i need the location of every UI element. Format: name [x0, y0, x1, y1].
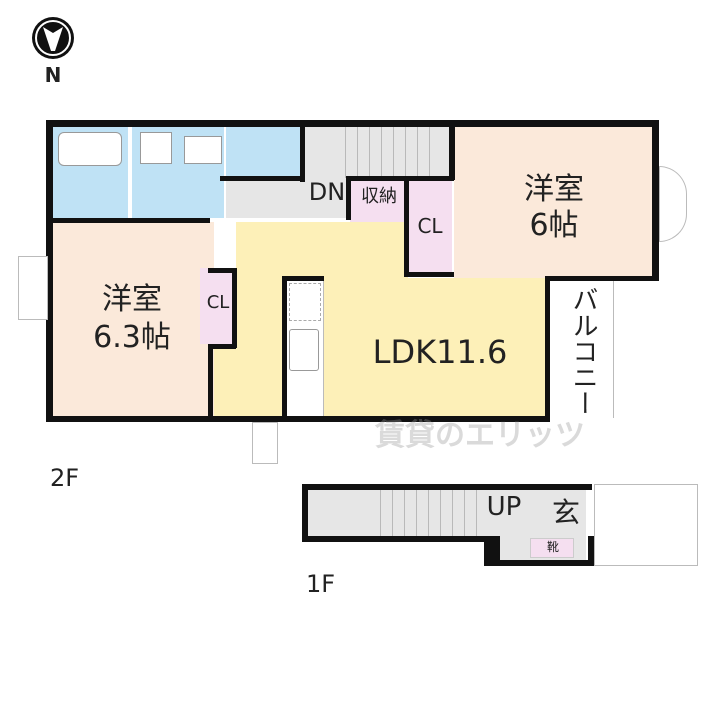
kitchen-sink-icon — [289, 329, 319, 371]
north-arrow-icon — [32, 17, 74, 59]
entry-door-2f — [252, 422, 278, 464]
compass: N — [30, 15, 80, 95]
floor-label-1f: 1F — [306, 570, 336, 598]
room-name: 洋室 — [524, 172, 584, 207]
entrance-label: 玄 — [551, 496, 580, 529]
kitchen — [284, 278, 324, 418]
room-name: 洋室 — [102, 282, 162, 317]
floor-label-2f: 2F — [50, 464, 80, 492]
ldk-label: LDK11.6 — [372, 333, 508, 371]
ldk-upper — [236, 222, 408, 278]
bedroom-right: 洋室 6帖 — [454, 126, 656, 278]
bathroom — [52, 126, 128, 218]
storage: 収納 — [350, 178, 408, 222]
north-label: N — [44, 63, 62, 87]
bay-window — [659, 166, 687, 242]
stairs-up-label: UP — [486, 492, 522, 522]
stairs-down-label: DN — [308, 178, 346, 206]
bedroom-left: 洋室 6.3帖 — [52, 222, 214, 418]
sink-icon — [184, 136, 222, 164]
washroom — [132, 126, 224, 218]
bathtub-icon — [58, 132, 122, 166]
window-left — [18, 256, 48, 320]
stair-treads-1f — [380, 490, 490, 536]
closet-right: CL — [408, 178, 452, 274]
shoe-box: 靴 — [530, 538, 574, 558]
washing-machine-icon — [140, 132, 172, 164]
stair-treads — [345, 126, 445, 178]
room-size: 6帖 — [529, 208, 579, 243]
balcony: バルコニー — [552, 280, 614, 418]
entrance-porch — [594, 484, 698, 566]
watermark: 賃貸のエリッツ — [375, 418, 585, 453]
closet-left: CL — [200, 268, 236, 344]
stove-icon — [289, 283, 321, 321]
room-size: 6.3帖 — [93, 320, 171, 355]
stairs-1f — [306, 488, 586, 538]
